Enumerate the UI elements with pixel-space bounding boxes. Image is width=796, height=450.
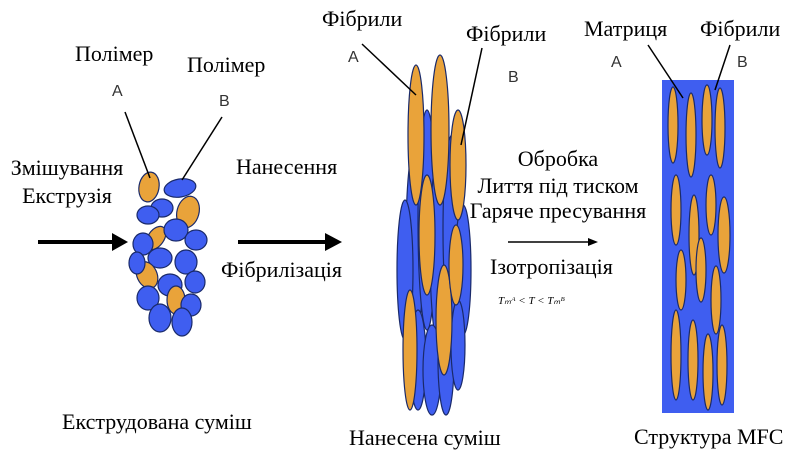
fibril-b: [451, 300, 465, 390]
mfc-fibril: [686, 93, 696, 177]
arrow-mixing: [38, 233, 128, 251]
mfc-fibril: [702, 85, 712, 155]
arrow-drawing: [238, 233, 342, 251]
matrix-title: Матриця: [584, 17, 667, 41]
mfc-fibril: [718, 197, 730, 273]
mfc-fibril: [688, 320, 698, 400]
polymer-b-droplet: [129, 252, 145, 274]
arrow-processing: [508, 238, 598, 246]
mixing-label: Змішування: [2, 156, 132, 180]
polymer-b-droplet: [175, 250, 197, 274]
polymer-b-droplet: [185, 271, 205, 293]
fibrils-a-pointer: [362, 44, 416, 95]
drawing-label: Нанесення: [236, 155, 337, 179]
isotropization-label: Ізотропізація: [490, 255, 613, 279]
mfc-structure: [662, 80, 734, 413]
mfc-fibril: [706, 175, 716, 235]
drawn-blend-caption: Нанесена суміш: [349, 426, 501, 450]
polymer-b-droplet: [137, 206, 159, 224]
mfc-fibril: [703, 334, 713, 410]
polymer-b-pointer: [182, 117, 222, 180]
mfc-fibrils-title: Фібрили: [700, 17, 780, 41]
fibrils-a-title: Фібрили: [322, 7, 402, 31]
mfc-fibril: [676, 250, 686, 310]
polymer-b-title: Полімер: [187, 53, 265, 77]
polymer-b-droplet: [172, 308, 192, 336]
hot-pressing-label: Гаряче пресування: [458, 199, 658, 223]
fibril-a: [419, 175, 435, 295]
polymer-b-letter: B: [219, 90, 230, 114]
fibril-a: [431, 55, 449, 205]
extruded-blend-cluster: [129, 170, 207, 336]
mfc-fibril: [711, 266, 721, 334]
fibrils-b-letter: B: [508, 66, 519, 90]
fibril-a: [403, 290, 417, 410]
mfc-fibrils-letter: B: [737, 51, 748, 75]
mfc-fibril: [715, 88, 725, 168]
mfc-fibril: [668, 87, 678, 163]
extruded-blend-caption: Екструдована суміш: [62, 410, 252, 434]
mfc-fibril: [696, 238, 706, 302]
fibrillization-label: Фібрилізація: [221, 258, 342, 282]
fibrils-b-pointer: [461, 48, 482, 145]
injection-molding-label: Лиття під тиском: [458, 174, 658, 198]
mfc-structure-caption: Структура MFC: [634, 425, 783, 449]
extrusion-label: Екструзія: [2, 184, 132, 208]
mfc-fibril: [717, 325, 727, 405]
matrix-letter: A: [611, 51, 622, 75]
fibrils-b-title: Фібрили: [466, 22, 546, 46]
polymer-b-droplet: [149, 304, 171, 332]
mfc-fibril: [671, 310, 681, 400]
mfc-fibril: [671, 175, 681, 245]
fibril-a: [449, 225, 463, 305]
polymer-a-letter: A: [112, 80, 123, 104]
polymer-a-title: Полімер: [75, 42, 153, 66]
drawn-blend-fibrils: [397, 55, 471, 415]
polymer-b-droplet: [164, 219, 188, 241]
melting-temperature-inequality: Tₘᴬ < T < Tₘᴮ: [498, 294, 565, 308]
processing-label: Обробка: [458, 147, 658, 171]
fibrils-a-letter: A: [348, 46, 359, 70]
fibril-a: [408, 65, 424, 205]
polymer-b-droplet: [185, 230, 207, 250]
